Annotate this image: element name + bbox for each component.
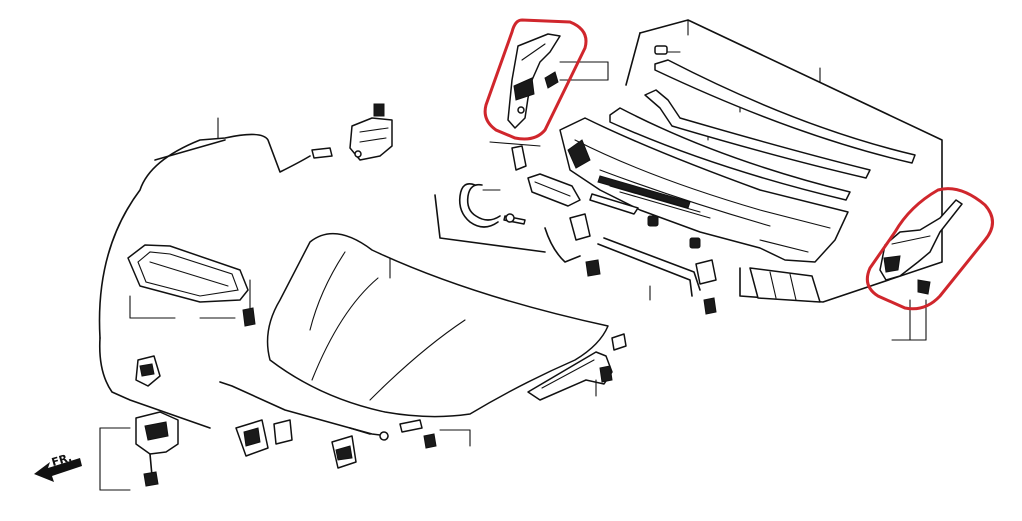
windshield-molding-lower	[609, 107, 851, 201]
washer-nozzle-bracket	[569, 213, 717, 315]
hood-support-rail	[527, 333, 627, 401]
hood-lock-striker	[331, 427, 389, 469]
washer-nozzle-clip	[511, 145, 527, 171]
hood-insulator	[127, 244, 249, 319]
windshield-molding-upper	[654, 59, 916, 164]
hood-hinge-bracket	[349, 103, 393, 161]
cowl-end-cap	[749, 267, 821, 303]
front-arrow-icon: FR.	[34, 451, 82, 482]
cowl-side-trim-left	[527, 173, 581, 207]
hood-hinge-left	[879, 199, 963, 341]
cowl-top-panel	[559, 117, 849, 263]
hood-stay-clip	[399, 419, 471, 449]
insulator-clip	[242, 279, 256, 327]
hood-hinge-callout-top	[483, 18, 588, 141]
windshield-molding-middle	[644, 89, 871, 179]
washer-pipe	[544, 227, 701, 297]
cowl-seal-small	[589, 193, 639, 215]
cowl-fastener-1	[647, 215, 701, 249]
highlight-ring	[865, 187, 994, 311]
hood-release-handle	[235, 419, 293, 457]
hood-stay-bracket	[135, 355, 161, 387]
hood-hinge-right-top	[507, 33, 609, 129]
cowl-assembly-outline	[625, 19, 943, 303]
hood-release-cable	[98, 117, 333, 339]
washer-bolt	[503, 213, 526, 225]
hood-hinge-callout-right	[865, 187, 994, 311]
highlight-ring	[483, 18, 588, 141]
hood-latch-assembly	[99, 411, 179, 491]
washer-hose	[434, 141, 546, 253]
hood-panel	[266, 232, 609, 418]
cowl-seal-clip	[654, 45, 668, 55]
front-label: FR.	[50, 451, 73, 469]
